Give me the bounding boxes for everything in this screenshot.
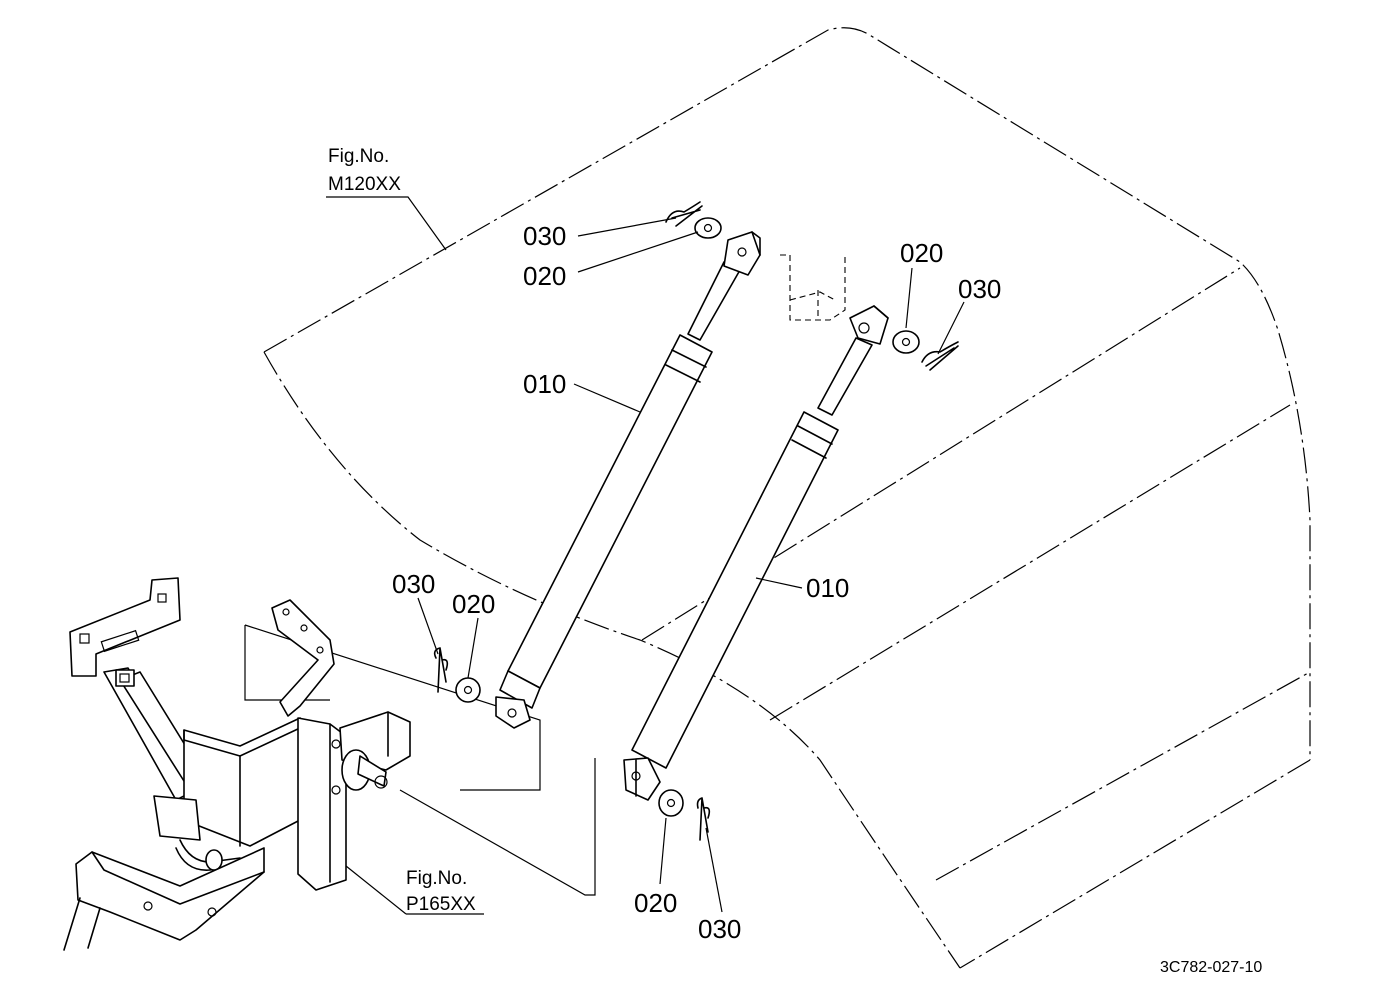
callout-020-lower-left: 020: [452, 589, 495, 619]
callout-020-upper-right: 020: [900, 238, 943, 268]
leader-lines: [326, 196, 965, 915]
gas-strut-right: [623, 305, 889, 801]
fig-ref-upper-line1: Fig.No.: [328, 146, 389, 167]
upper-bracket-hidden: [780, 254, 846, 321]
washers: [455, 217, 920, 817]
fig-ref-upper-line2: M120XX: [328, 174, 401, 195]
callout-020-upper-left: 020: [523, 261, 566, 291]
callout-020-lower-right: 020: [634, 888, 677, 918]
callout-010-left: 010: [523, 369, 566, 399]
callout-030-upper-left: 030: [523, 221, 566, 251]
callout-030-upper-right: 030: [958, 274, 1001, 304]
fig-ref-lower-line1: Fig.No.: [406, 868, 467, 889]
gas-strut-left: [495, 231, 761, 729]
callout-010-right: 010: [806, 573, 849, 603]
callout-030-lower-right: 030: [698, 914, 741, 944]
cotter-pins: [433, 201, 959, 841]
drawing-code: 3C782-027-10: [1160, 959, 1262, 976]
fig-ref-lower-line2: P165XX: [406, 894, 476, 915]
frame-bracket-assembly: [63, 577, 411, 951]
callout-030-lower-left: 030: [392, 569, 435, 599]
